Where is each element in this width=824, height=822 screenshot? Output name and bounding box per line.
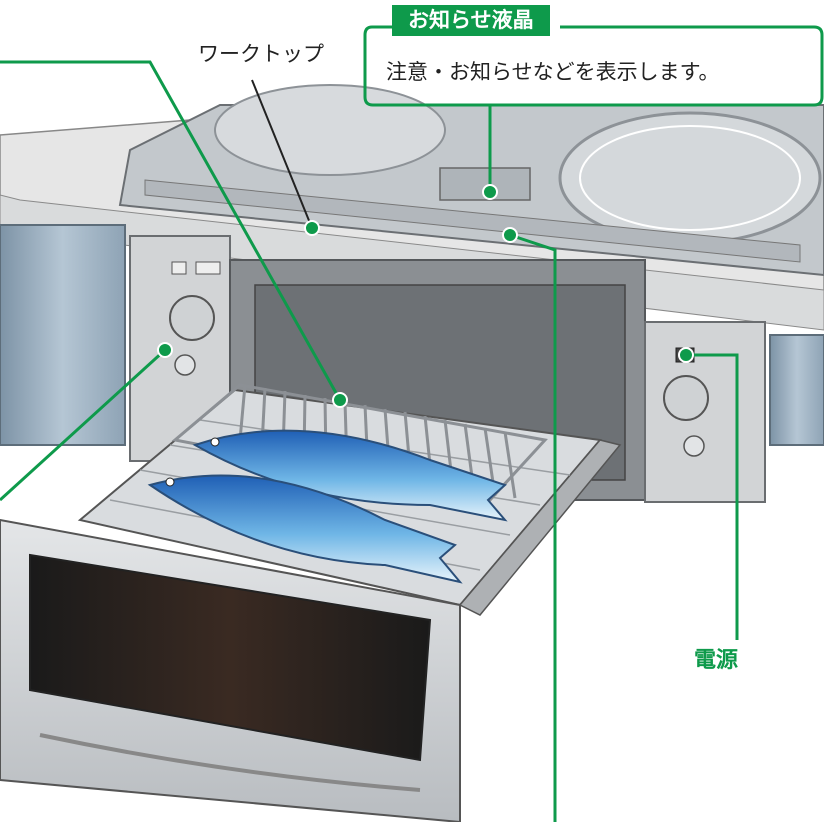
power-label: 電源 <box>694 648 739 673</box>
callout-description: 注意・お知らせなどを表示します。 <box>386 60 720 84</box>
worktop-leader <box>251 79 313 229</box>
right-cabinet <box>769 334 824 446</box>
worktop-label: ワークトップ <box>198 42 324 66</box>
callout-title: お知らせ液晶 <box>392 5 550 36</box>
left-cabinet <box>0 224 126 446</box>
worktop <box>0 84 824 301</box>
fish-lower <box>147 474 463 584</box>
right-control-panel <box>644 321 766 503</box>
leader-dots <box>157 184 694 408</box>
leader-lines <box>0 60 739 822</box>
callout-box <box>363 25 824 107</box>
